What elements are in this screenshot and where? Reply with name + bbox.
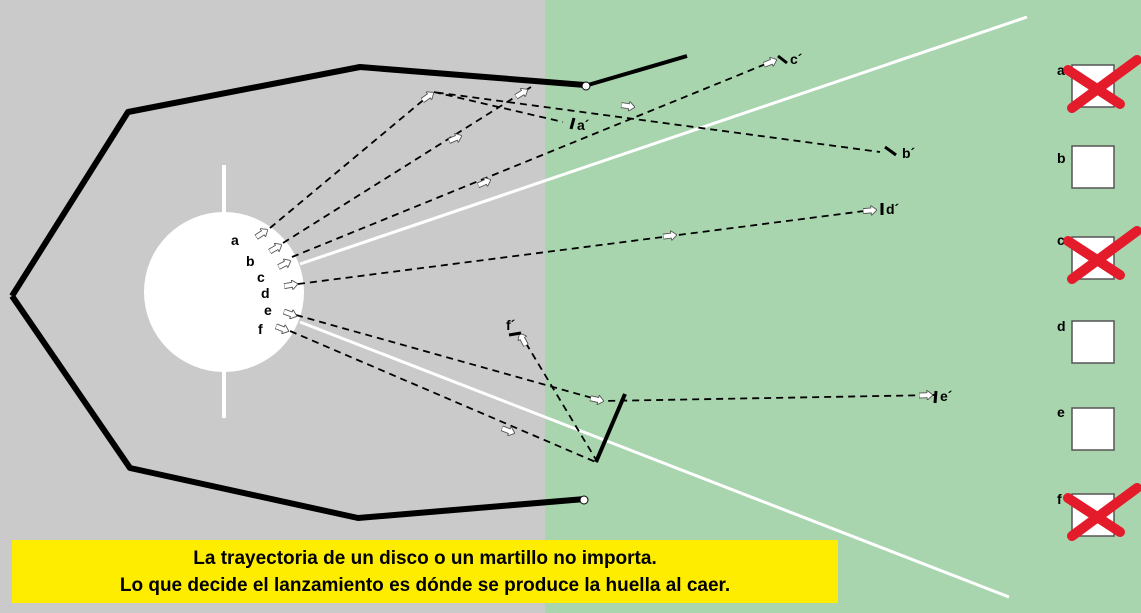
throwing-circle [144, 212, 304, 372]
cage-post-lower [579, 495, 589, 505]
landing-label-a-prime: a´ [577, 117, 590, 133]
release-labels: a b c d e f [231, 232, 272, 337]
trajectory-b-to-f-prime [282, 86, 532, 244]
caption-line-2: Lo que decide el lanzamiento es dónde se… [119, 574, 731, 596]
checklist-item-f: f [1057, 483, 1141, 541]
trajectories [269, 58, 937, 465]
release-label-c: c [257, 269, 265, 285]
checklist-label-e: e [1057, 404, 1065, 420]
landing-area [545, 0, 1141, 613]
landing-mark-c-prime [777, 54, 788, 65]
landing-mark-b-prime [884, 145, 897, 157]
cross-mark-icon [1063, 226, 1141, 284]
checkbox-b [1071, 145, 1115, 189]
checkbox-d [1071, 320, 1115, 364]
checklist-label-a: a [1057, 62, 1065, 78]
checklist-item-b: b [1057, 145, 1115, 189]
cage-door-upper [587, 54, 688, 87]
checklist-item-a: a [1057, 55, 1141, 113]
landing-label-d-prime: d´ [886, 201, 900, 217]
checklist-label-d: d [1057, 318, 1066, 334]
landing-label-b-prime: b´ [902, 145, 916, 161]
sector-line-upper [299, 15, 1028, 266]
caption-line-1: La trayectoria de un disco o un martillo… [193, 547, 657, 569]
release-label-e: e [264, 302, 272, 318]
release-label-d: d [261, 285, 270, 301]
validity-checklist: a b c d [1057, 55, 1141, 541]
release-label-a: a [231, 232, 239, 248]
cage-lower [9, 294, 586, 521]
trajectory-f-to-f-prime [289, 330, 601, 465]
cross-mark-icon [1063, 483, 1141, 541]
landing-label-e-prime: e´ [940, 388, 953, 404]
landing-mark-f-prime [508, 331, 522, 337]
landing-marks [508, 54, 938, 404]
cage-upper [9, 64, 586, 298]
release-label-b: b [246, 253, 255, 269]
trajectory-d-to-d-prime [297, 208, 881, 285]
checklist-label-f: f [1057, 491, 1062, 507]
landing-mark-e-prime [933, 390, 938, 404]
sector-line-lower [299, 320, 1010, 599]
checklist-item-d: d [1057, 318, 1115, 364]
cage-door-lower [594, 393, 627, 463]
checkbox-e [1071, 407, 1115, 451]
release-label-f: f [258, 321, 263, 337]
checklist-item-e: e [1057, 404, 1115, 451]
caption-banner: La trayectoria de un disco o un martillo… [12, 540, 838, 603]
checklist-label-c: c [1057, 232, 1065, 248]
landing-mark-a-prime [569, 117, 576, 130]
checklist-item-c: c [1057, 226, 1141, 284]
landing-label-f-prime: f´ [506, 317, 516, 333]
cross-mark-icon [1063, 55, 1141, 113]
checklist-label-b: b [1057, 150, 1066, 166]
landing-label-c-prime: c´ [790, 51, 803, 67]
landing-labels: a´ b´ c´ d´ e´ f´ [506, 51, 953, 404]
cage-post-upper [581, 81, 591, 91]
trajectory-c-to-c-prime [291, 58, 779, 258]
